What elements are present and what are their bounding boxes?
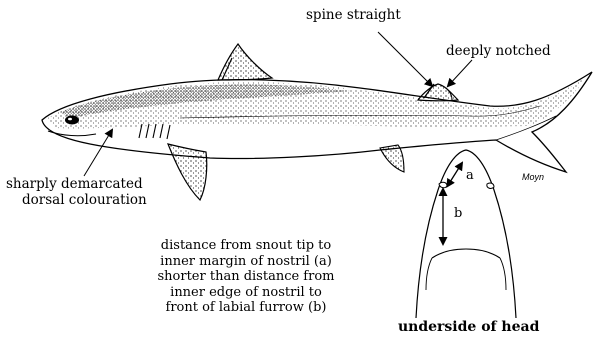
- underside-of-head-caption: underside of head: [398, 320, 539, 335]
- notch-arrow: [448, 60, 472, 86]
- dorsal-colouration-label-line2: dorsal colouration: [22, 193, 147, 208]
- spine-straight-label: spine straight: [306, 8, 401, 23]
- pelvic-fin: [380, 145, 404, 172]
- spine-arrow: [378, 32, 432, 86]
- eye: [65, 116, 79, 125]
- measurement-note-line-5: front of labial furrow (b): [146, 300, 346, 316]
- first-dorsal-fin: [218, 44, 272, 80]
- measure-b-label: b: [454, 206, 462, 221]
- artist-signature: Moyn: [522, 172, 544, 182]
- measurement-note-line-4: inner edge of nostril to: [146, 285, 346, 301]
- left-nostril: [439, 182, 447, 187]
- measurement-note-line-1: distance from snout tip to: [146, 238, 346, 254]
- measurement-note-line-2: inner margin of nostril (a): [146, 254, 346, 270]
- deeply-notched-label: deeply notched: [446, 44, 551, 59]
- dorsal-colouration-label-line1: sharply demarcated: [6, 177, 143, 192]
- pectoral-fin: [168, 144, 207, 200]
- measure-a-label: a: [466, 168, 474, 183]
- measurement-note-line-3: shorter than distance from: [146, 269, 346, 285]
- right-nostril: [487, 183, 494, 188]
